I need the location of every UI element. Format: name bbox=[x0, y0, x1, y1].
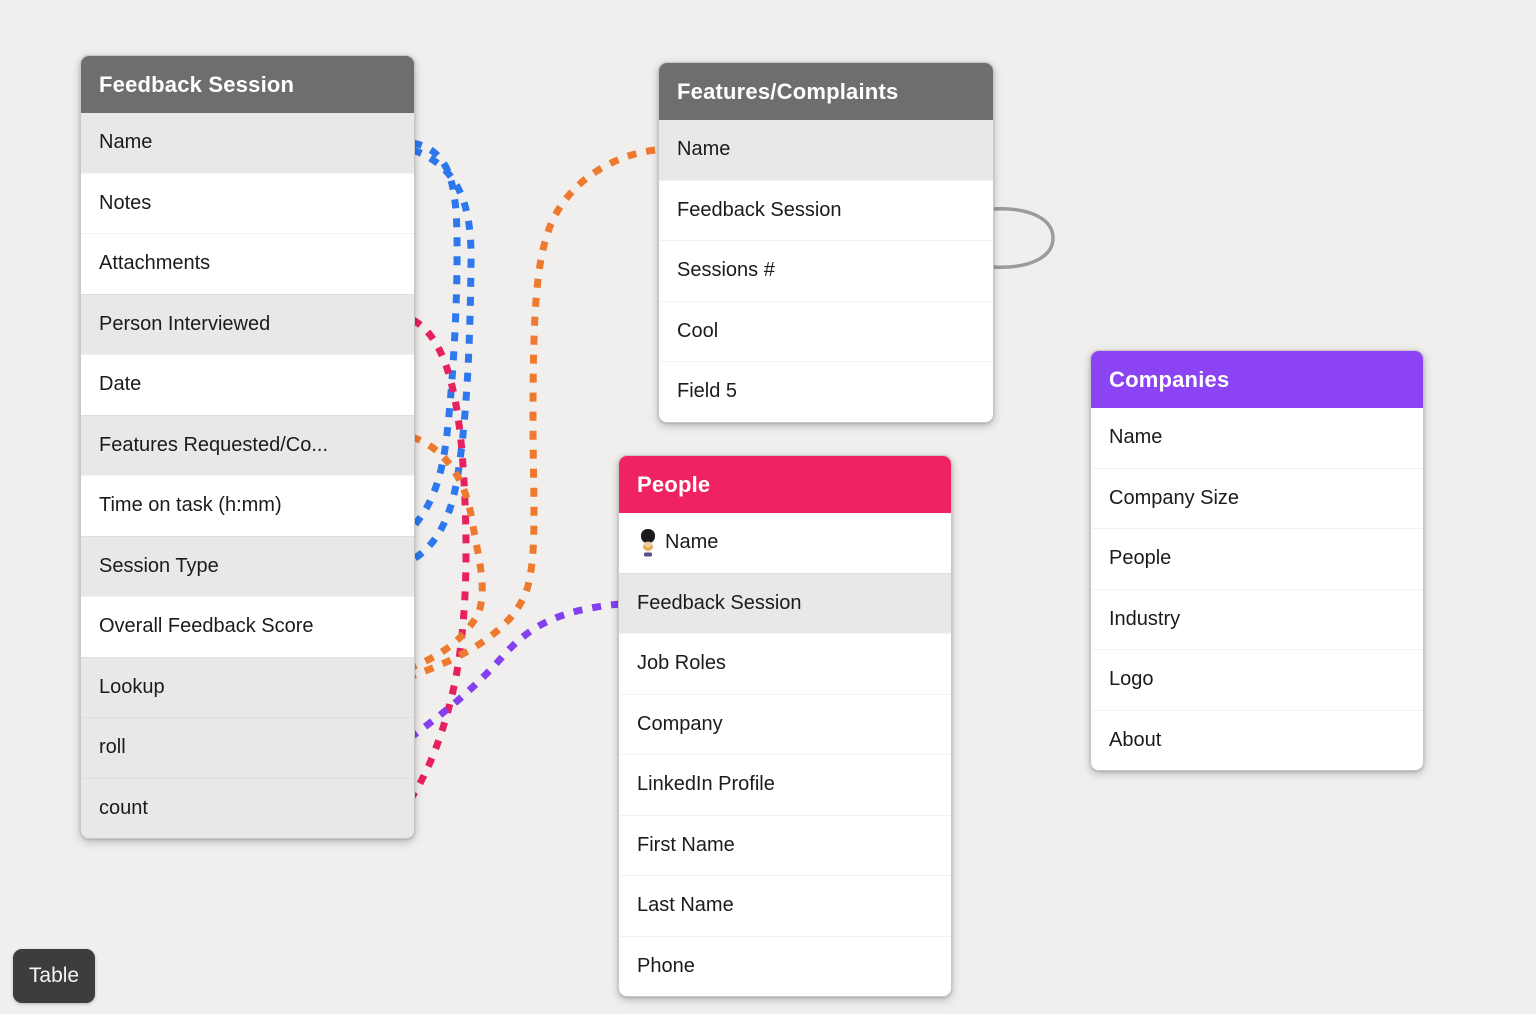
field-row-about[interactable]: About bbox=[1091, 709, 1423, 770]
wire-orange-features-name bbox=[410, 146, 656, 680]
field-row-lookup[interactable]: Lookup bbox=[81, 656, 414, 717]
field-row-company[interactable]: Company bbox=[619, 693, 951, 754]
wire-purple bbox=[408, 600, 621, 740]
field-label: count bbox=[99, 796, 148, 819]
field-label: Sessions # bbox=[677, 259, 775, 282]
table-header-companies[interactable]: Companies bbox=[1091, 351, 1423, 408]
field-label: Time on task (h:mm) bbox=[99, 494, 282, 517]
field-row-person-interviewed[interactable]: Person Interviewed bbox=[81, 293, 414, 354]
field-label: Phone bbox=[637, 954, 695, 977]
table-title: People bbox=[637, 471, 711, 497]
field-row-name[interactable]: Name bbox=[659, 120, 993, 180]
field-row-session-type[interactable]: Session Type bbox=[81, 535, 414, 596]
field-row-logo[interactable]: Logo bbox=[1091, 649, 1423, 710]
field-label: People bbox=[1109, 547, 1172, 570]
field-label: Company bbox=[637, 712, 723, 735]
field-row-overall-feedback-score[interactable]: Overall Feedback Score bbox=[81, 596, 414, 657]
field-label: Features Requested/Co... bbox=[99, 433, 329, 456]
field-row-date[interactable]: Date bbox=[81, 354, 414, 415]
field-row-linkedin-profile[interactable]: LinkedIn Profile bbox=[619, 754, 951, 815]
table-title: Features/Complaints bbox=[677, 78, 899, 104]
field-row-count[interactable]: count bbox=[81, 777, 414, 838]
field-label: Name bbox=[677, 138, 731, 161]
field-row-feedback-session[interactable]: Feedback Session bbox=[619, 572, 951, 633]
field-label: Name bbox=[665, 531, 719, 554]
field-label: Attachments bbox=[99, 252, 211, 275]
field-label: Company Size bbox=[1109, 486, 1240, 509]
table-header-feedback-session[interactable]: Feedback Session bbox=[81, 56, 414, 113]
field-row-feedback-session[interactable]: Feedback Session bbox=[659, 179, 993, 240]
field-label: Last Name bbox=[637, 894, 734, 917]
field-row-notes[interactable]: Notes bbox=[81, 172, 414, 233]
field-row-roll[interactable]: roll bbox=[81, 717, 414, 778]
field-label: Notes bbox=[99, 191, 152, 214]
field-row-sessions[interactable]: Sessions # bbox=[659, 240, 993, 301]
field-row-features-requested-co[interactable]: Features Requested/Co... bbox=[81, 414, 414, 475]
field-label: About bbox=[1109, 728, 1162, 751]
field-label: roll bbox=[99, 736, 126, 759]
guardsman-icon bbox=[637, 528, 659, 557]
field-label: Logo bbox=[1109, 668, 1154, 691]
field-row-field-5[interactable]: Field 5 bbox=[659, 361, 993, 422]
field-label: LinkedIn Profile bbox=[637, 773, 775, 796]
field-label: First Name bbox=[637, 833, 735, 856]
field-row-cool[interactable]: Cool bbox=[659, 300, 993, 361]
field-row-people[interactable]: People bbox=[1091, 528, 1423, 589]
field-row-phone[interactable]: Phone bbox=[619, 935, 951, 996]
field-row-attachments[interactable]: Attachments bbox=[81, 233, 414, 294]
table-header-features-complaints[interactable]: Features/Complaints bbox=[659, 63, 993, 120]
field-label: Name bbox=[1109, 426, 1163, 449]
field-label: Session Type bbox=[99, 554, 219, 577]
field-label: Field 5 bbox=[677, 380, 738, 403]
field-row-first-name[interactable]: First Name bbox=[619, 814, 951, 875]
field-label: Feedback Session bbox=[677, 198, 842, 221]
field-label: Job Roles bbox=[637, 652, 726, 675]
field-row-last-name[interactable]: Last Name bbox=[619, 875, 951, 936]
field-row-job-roles[interactable]: Job Roles bbox=[619, 633, 951, 694]
field-row-company-size[interactable]: Company Size bbox=[1091, 467, 1423, 528]
field-row-name[interactable]: Name bbox=[1091, 408, 1423, 468]
field-label: Cool bbox=[677, 319, 719, 342]
wire-pink bbox=[409, 316, 470, 799]
field-label: Industry bbox=[1109, 607, 1181, 630]
field-label: Overall Feedback Score bbox=[99, 615, 314, 638]
table-title: Companies bbox=[1109, 366, 1230, 392]
field-label: Lookup bbox=[99, 675, 165, 698]
field-row-time-on-task-h-mm[interactable]: Time on task (h:mm) bbox=[81, 475, 414, 536]
table-view-button-label: Table bbox=[28, 964, 80, 987]
field-row-industry[interactable]: Industry bbox=[1091, 588, 1423, 649]
field-row-name[interactable]: Name bbox=[619, 513, 951, 573]
wire-blue-inner bbox=[409, 139, 461, 531]
field-label: Person Interviewed bbox=[99, 312, 271, 335]
wire-gray-self-loop bbox=[991, 207, 1055, 269]
wire-blue-outer bbox=[410, 146, 475, 564]
field-row-name[interactable]: Name bbox=[81, 113, 414, 173]
table-view-button[interactable]: Table bbox=[13, 949, 95, 1003]
table-title: Feedback Session bbox=[99, 71, 295, 97]
field-label: Feedback Session bbox=[637, 591, 802, 614]
field-label: Name bbox=[99, 131, 153, 154]
table-header-people[interactable]: People bbox=[619, 456, 951, 513]
field-label: Date bbox=[99, 373, 142, 396]
wire-orange-features-requested bbox=[410, 433, 486, 671]
